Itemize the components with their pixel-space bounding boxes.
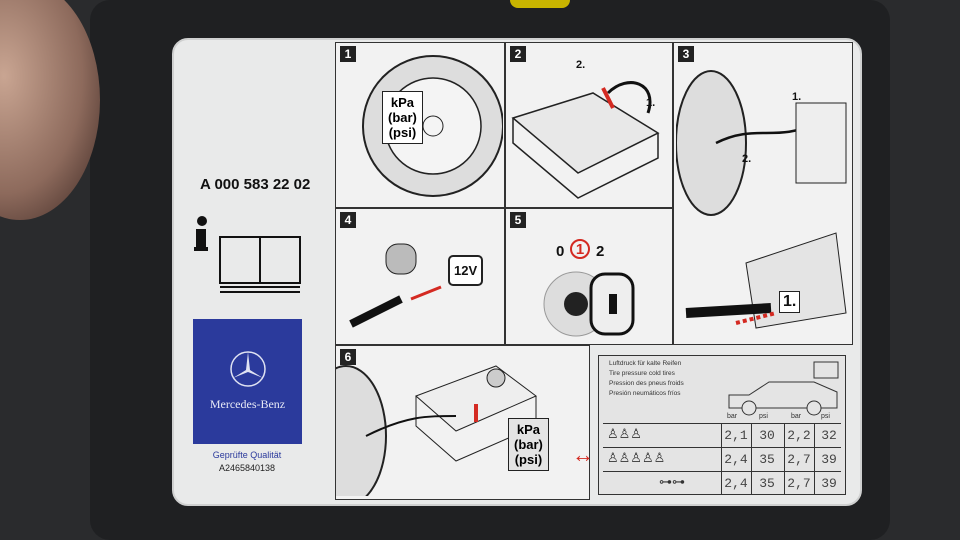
column-divider: [814, 423, 815, 494]
brand-name: Mercedes-Benz: [209, 397, 286, 411]
step-number: 2: [510, 46, 526, 62]
column-header: bar: [791, 413, 802, 420]
step-5-panel: 5 0 1 2: [505, 208, 673, 345]
unit-bar: (bar): [388, 110, 417, 125]
table-cell: 2,1: [724, 428, 748, 443]
unit-kpa: kPa: [516, 422, 541, 437]
table-title: Luftdruck für kalte Reifen: [609, 360, 682, 367]
tire-pressure-table: Luftdruck für kalte Reifen Tire pressure…: [598, 355, 846, 495]
column-divider: [751, 423, 752, 494]
quality-label: Geprüfte Qualität: [212, 450, 282, 460]
key-position: 0: [556, 243, 565, 260]
step-3-panel: 3 1. 2. 1.: [673, 42, 853, 345]
power-plug-icon: [349, 243, 442, 328]
table-cell: 35: [759, 476, 775, 491]
column-divider: [721, 423, 722, 494]
passengers-5-icon: ♙♙♙♙♙: [607, 450, 666, 465]
step-4-panel: 4 12V: [335, 208, 505, 345]
column-divider: [784, 423, 785, 494]
callout: 1.: [779, 291, 801, 313]
table-cell: 30: [759, 428, 775, 443]
row-divider: [603, 423, 841, 424]
mercedes-benz-logo: Mercedes-Benz: [193, 319, 302, 444]
table-cell: 39: [821, 476, 837, 491]
tire-icon: [362, 55, 503, 197]
callout: 2.: [576, 59, 586, 71]
double-arrow-icon: ↔: [572, 442, 594, 467]
step-number: 5: [510, 212, 526, 228]
table-cell: 2,7: [787, 476, 811, 491]
mercedes-star-icon: [230, 351, 266, 387]
unit-kpa: kPa: [390, 95, 415, 110]
step-1-panel: 1 kPa (bar) (psi): [335, 42, 505, 208]
callout: 1.: [646, 97, 656, 109]
thumb: [0, 0, 100, 220]
info-manual-icon: [194, 216, 301, 293]
unit-bar: (bar): [514, 437, 543, 452]
step-number: 3: [678, 46, 694, 62]
callout: 2.: [742, 153, 752, 165]
table-title: Tire pressure cold tires: [609, 370, 675, 377]
table-cell: 2,4: [724, 476, 748, 491]
pressure-units-box: kPa (bar) (psi): [382, 91, 423, 144]
key-position-on: 1: [570, 239, 590, 259]
table-cell: 2,2: [787, 428, 811, 443]
car-manual-icon: [728, 361, 839, 416]
step-6-panel: 6 kPa (bar) (psi): [335, 345, 590, 500]
table-title: Presión neumáticos fríos: [609, 390, 681, 397]
table-cell: 32: [821, 428, 837, 443]
step-number: 1: [340, 46, 356, 62]
unit-psi: (psi): [514, 452, 543, 467]
row-divider: [603, 471, 841, 472]
step-2-panel: 2 2. 1.: [505, 42, 673, 208]
label-code: A2465840138: [218, 463, 276, 473]
table-cell: 39: [821, 452, 837, 467]
step-number: 4: [340, 212, 356, 228]
connect-hose-icon: [676, 70, 847, 329]
step-number: 6: [340, 349, 356, 365]
yellow-cap: [510, 0, 570, 8]
table-title: Pression des pneus froids: [609, 380, 684, 387]
part-number: A 000 583 22 02: [200, 176, 311, 193]
table-cell: 2,4: [724, 452, 748, 467]
ignition-key-icon: [543, 271, 635, 337]
table-cell: 2,7: [787, 452, 811, 467]
trailer-icon: ⊶⊶: [659, 474, 685, 489]
key-position: 2: [596, 243, 605, 260]
column-header: bar: [727, 413, 738, 420]
compressor-gauge-icon: [336, 365, 537, 496]
unit-psi: (psi): [388, 125, 417, 140]
row-divider: [603, 447, 841, 448]
column-header: psi: [759, 413, 768, 420]
column-header: psi: [821, 413, 830, 420]
pressure-units-box: kPa (bar) (psi): [508, 418, 549, 471]
compressor-hose-icon: [511, 81, 660, 199]
12v-socket: 12V: [448, 255, 484, 286]
table-cell: 35: [759, 452, 775, 467]
callout: 1.: [792, 91, 802, 103]
passengers-3-icon: ♙♙♙: [607, 426, 642, 441]
